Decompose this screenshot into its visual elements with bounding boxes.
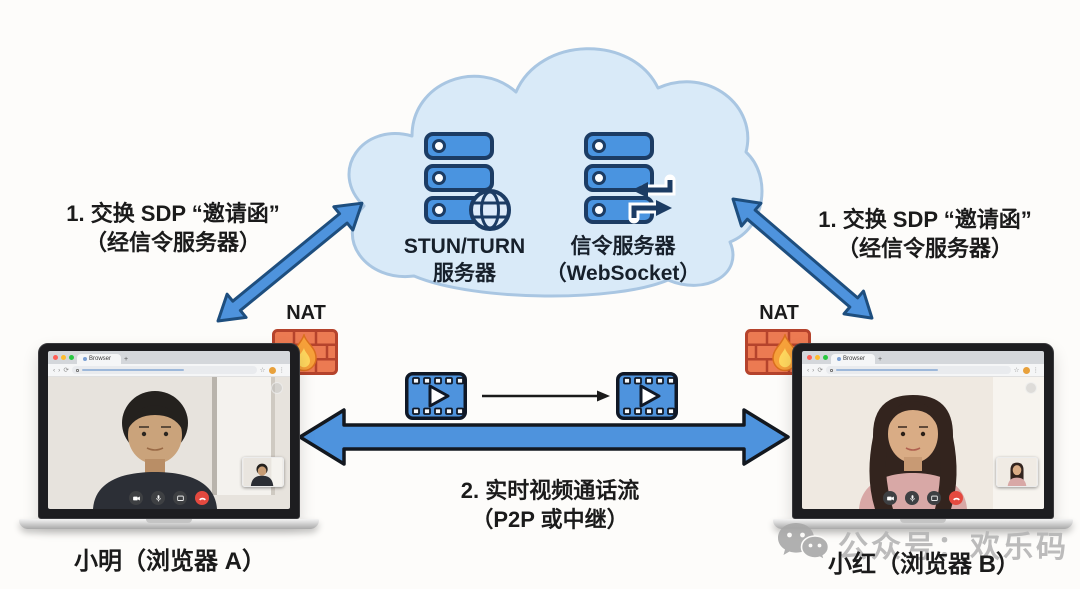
reload-icon: ⟳ <box>817 367 823 374</box>
url-text-placeholder <box>835 368 939 372</box>
forward-icon: › <box>812 366 815 374</box>
profile-avatar <box>1022 366 1030 374</box>
laptop-left: Browser + ‹ › ⟳ ☆ ⋮ <box>19 343 319 529</box>
remote-video-man <box>48 377 290 509</box>
media-stream-arrow <box>298 408 790 466</box>
browser-tabbar: Browser + <box>48 351 290 364</box>
self-view-pip <box>242 457 284 487</box>
globe-icon <box>469 189 511 231</box>
signaling-server-icon <box>584 132 676 224</box>
browser-tab: Browser <box>77 354 121 364</box>
new-tab-icon: + <box>878 356 883 363</box>
laptop-right-caption: 小红（浏览器 B） <box>828 551 1020 578</box>
mic-button <box>151 491 165 505</box>
back-icon: ‹ <box>53 366 56 374</box>
step1-right-label: 1. 交换 SDP “邀请函” （经信令服务器） <box>818 207 1032 261</box>
minimize-window-dot <box>61 355 66 360</box>
laptop-right: Browser + ‹ › ⟳ ☆ ⋮ <box>773 343 1073 529</box>
browser-tab: Browser <box>831 354 875 364</box>
laptop-base <box>19 519 319 529</box>
nat-left-label: NAT <box>286 302 326 324</box>
step1-left-label: 1. 交换 SDP “邀请函” （经信令服务器） <box>66 201 280 255</box>
minimize-window-dot <box>815 355 820 360</box>
video-call-view <box>802 377 1044 509</box>
forward-icon: › <box>58 366 61 374</box>
stun-turn-server-icon <box>424 132 511 231</box>
video-flow-arrow <box>482 390 610 402</box>
mic-button <box>905 491 919 505</box>
signaling-server-label: 信令服务器 （WebSocket） <box>545 235 701 286</box>
lock-icon <box>829 368 833 372</box>
call-controls <box>802 491 1044 505</box>
stun-server-label: STUN/TURN 服务器 <box>403 235 526 286</box>
laptop-right-screen: Browser + ‹ › ⟳ ☆ ⋮ <box>792 343 1054 519</box>
camera-button <box>883 491 897 505</box>
hang-up-button <box>195 491 209 505</box>
bookmark-star-icon: ☆ <box>1013 367 1020 374</box>
video-film-icon-left <box>405 372 467 420</box>
url-field <box>71 366 257 374</box>
reload-icon: ⟳ <box>63 367 69 374</box>
wechat-icon <box>778 523 830 562</box>
tab-favicon <box>837 357 841 361</box>
back-icon: ‹ <box>807 366 810 374</box>
menu-dots-icon: ⋮ <box>1032 367 1040 374</box>
sync-arrows-icon <box>628 174 676 224</box>
close-window-dot <box>53 355 58 360</box>
browser-tabbar: Browser + <box>802 351 1044 364</box>
call-controls <box>48 491 290 505</box>
video-call-view <box>48 377 290 509</box>
sdp-arrow-right <box>731 197 874 320</box>
close-window-dot <box>807 355 812 360</box>
url-field <box>825 366 1011 374</box>
nat-right-label: NAT <box>759 302 799 324</box>
share-screen-button <box>927 491 941 505</box>
self-view-pip <box>996 457 1038 487</box>
tab-favicon <box>83 357 87 361</box>
lock-icon <box>75 368 79 372</box>
zoom-window-dot <box>69 355 74 360</box>
profile-avatar <box>268 366 276 374</box>
hang-up-button <box>949 491 963 505</box>
share-screen-button <box>173 491 187 505</box>
watermark: 公众号：欢乐码 <box>776 521 1069 567</box>
url-text-placeholder <box>81 368 185 372</box>
laptop-left-caption: 小明（浏览器 A） <box>74 548 266 575</box>
step2-media-label: 2. 实时视频通话流 （P2P 或中继） <box>460 478 640 532</box>
watermark-text: 公众号：欢乐码 <box>838 531 1069 564</box>
camera-toggle-badge <box>271 382 283 394</box>
sdp-arrow-left <box>216 201 364 323</box>
menu-dots-icon: ⋮ <box>278 367 286 374</box>
cloud-shape <box>347 47 764 298</box>
new-tab-icon: + <box>124 356 129 363</box>
camera-button <box>129 491 143 505</box>
zoom-window-dot <box>823 355 828 360</box>
browser-address-bar: ‹ › ⟳ ☆ ⋮ <box>802 364 1044 377</box>
laptop-left-screen: Browser + ‹ › ⟳ ☆ ⋮ <box>38 343 300 519</box>
video-film-icon-right <box>616 372 678 420</box>
bookmark-star-icon: ☆ <box>259 367 266 374</box>
remote-video-woman <box>802 377 1044 509</box>
tab-title: Browser <box>89 356 112 362</box>
tab-title: Browser <box>843 356 866 362</box>
browser-address-bar: ‹ › ⟳ ☆ ⋮ <box>48 364 290 377</box>
laptop-base <box>773 519 1073 529</box>
camera-toggle-badge <box>1025 382 1037 394</box>
